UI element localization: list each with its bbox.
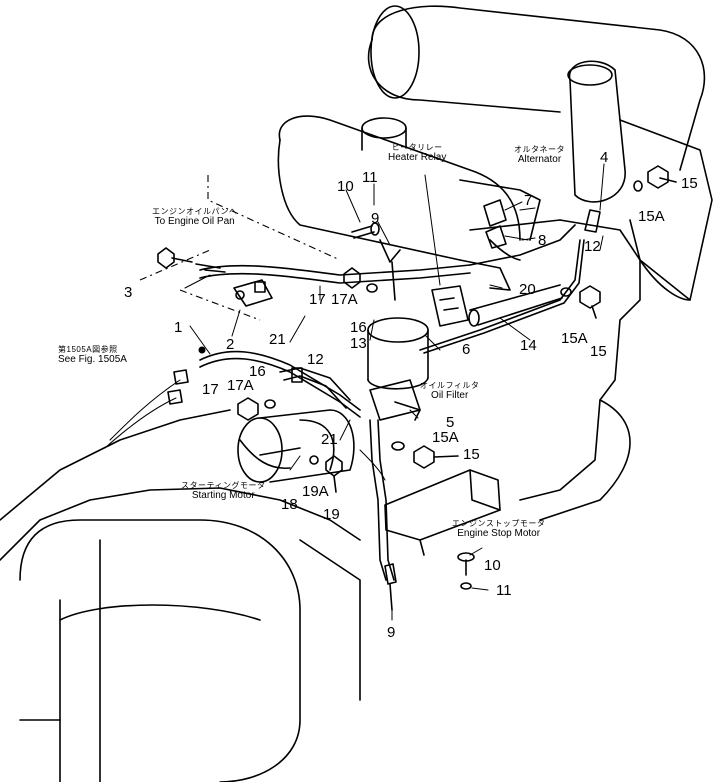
engine-stop-motor-icon: [384, 469, 501, 556]
callout-9b: 9: [387, 624, 396, 641]
ref-line-oil-pan-2: [139, 249, 211, 281]
bolt-17-left: [237, 397, 276, 421]
callout-15Ac: 15A: [432, 429, 459, 446]
leader-lines: [184, 163, 605, 621]
callout-16a: 16: [350, 319, 367, 336]
label-see-fig: 第1505A図参照 See Fig. 1505A: [58, 345, 127, 366]
alternator-icon: [567, 60, 713, 301]
callout-18: 18: [281, 496, 298, 513]
bolt-15-lower: [391, 441, 459, 469]
label-starting-motor: スターティングモータ Starting Motor: [181, 481, 266, 502]
label-alternator-jp: オルタネータ: [514, 145, 565, 154]
label-heater-relay-en: Heater Relay: [388, 152, 447, 164]
left-connectors: [104, 369, 189, 449]
callout-15Ab: 15A: [561, 330, 588, 347]
starting-motor-icon: [237, 409, 355, 483]
wire-1: [198, 346, 361, 418]
callout-17b: 17: [202, 381, 219, 398]
callout-13: 13: [350, 335, 367, 352]
intake-cylinder-shape: [277, 115, 521, 261]
callout-19A: 19A: [302, 483, 329, 500]
ref-line-oil-pan: [207, 175, 341, 261]
callout-19: 19: [323, 506, 340, 523]
label-alternator: オルタネータ Alternator: [514, 145, 565, 166]
lower-engine-block: [0, 409, 361, 782]
bolt-17-upper: [343, 267, 378, 293]
callout-15Aa: 15A: [638, 208, 665, 225]
ref-line-lower: [179, 289, 261, 321]
callout-4: 4: [600, 149, 609, 166]
connector-20: [459, 259, 511, 291]
pipe-16: [279, 367, 351, 409]
callout-7: 7: [524, 192, 533, 209]
callout-21a: 21: [269, 331, 286, 348]
label-oil-filter: オイルフィルタ Oil Filter: [420, 381, 479, 402]
label-engine-stop-motor-en: Engine Stop Motor: [457, 528, 541, 540]
wire-lower: [359, 419, 395, 581]
label-engine-oil-pan: エンジンオイルパンへ To Engine Oil Pan: [152, 207, 237, 228]
tube-14: [468, 284, 563, 327]
bolt-3: [157, 247, 226, 273]
callout-12b: 12: [307, 351, 324, 368]
label-engine-oil-pan-jp: エンジンオイルパンへ: [152, 207, 238, 216]
label-heater-relay-jp: ヒータリレー: [391, 143, 443, 152]
bolt-19: [309, 455, 343, 493]
callout-17Aa: 17A: [331, 291, 358, 308]
callout-14: 14: [520, 337, 537, 354]
callout-16b: 16: [249, 363, 266, 380]
bolt-15-mid: [560, 285, 601, 319]
callout-11b: 11: [496, 582, 512, 599]
clip-9-lower: [384, 563, 397, 611]
callout-8: 8: [538, 232, 547, 249]
label-oil-filter-jp: オイルフィルタ: [420, 381, 480, 390]
callout-6: 6: [462, 341, 471, 358]
callout-21b: 21: [321, 431, 338, 448]
callout-11a: 11: [362, 169, 378, 186]
bracket-7-8: [483, 199, 529, 249]
label-engine-oil-pan-en: To Engine Oil Pan: [154, 216, 235, 228]
label-starting-motor-en: Starting Motor: [191, 490, 255, 502]
callout-2: 2: [226, 336, 235, 353]
callout-15b: 15: [590, 343, 607, 360]
air-cleaner-shape: [367, 5, 706, 171]
callout-5: 5: [446, 414, 455, 431]
callout-15a: 15: [681, 175, 698, 192]
callout-12a: 12: [584, 238, 601, 255]
bolt-10-lower: [457, 552, 475, 590]
bolt-15-upper: [633, 165, 677, 192]
label-engine-stop-motor: エンジンストップモータ Engine Stop Motor: [452, 519, 545, 540]
heater-relay-icon: [424, 174, 469, 327]
connector-2: [233, 279, 273, 307]
label-see-fig-en: See Fig. 1505A: [58, 354, 127, 366]
callout-10a: 10: [337, 178, 354, 195]
engine-block-shape: [459, 179, 641, 521]
callout-17a: 17: [309, 291, 326, 308]
label-alternator-en: Alternator: [517, 154, 562, 166]
label-heater-relay: ヒータリレー Heater Relay: [388, 143, 446, 164]
callout-9a: 9: [371, 210, 380, 227]
callout-17Ab: 17A: [227, 377, 254, 394]
bolt-10-upper: [351, 222, 380, 239]
callout-15c: 15: [463, 446, 480, 463]
oil-filter-icon: [367, 317, 429, 421]
label-oil-filter-en: Oil Filter: [431, 390, 469, 402]
callout-1: 1: [174, 319, 183, 336]
callout-10b: 10: [484, 557, 501, 574]
callout-20: 20: [519, 281, 536, 298]
label-see-fig-jp: 第1505A図参照: [58, 345, 118, 354]
callout-3: 3: [124, 284, 133, 301]
label-starting-motor-jp: スターティングモータ: [181, 481, 266, 490]
label-engine-stop-motor-jp: エンジンストップモータ: [452, 519, 546, 528]
